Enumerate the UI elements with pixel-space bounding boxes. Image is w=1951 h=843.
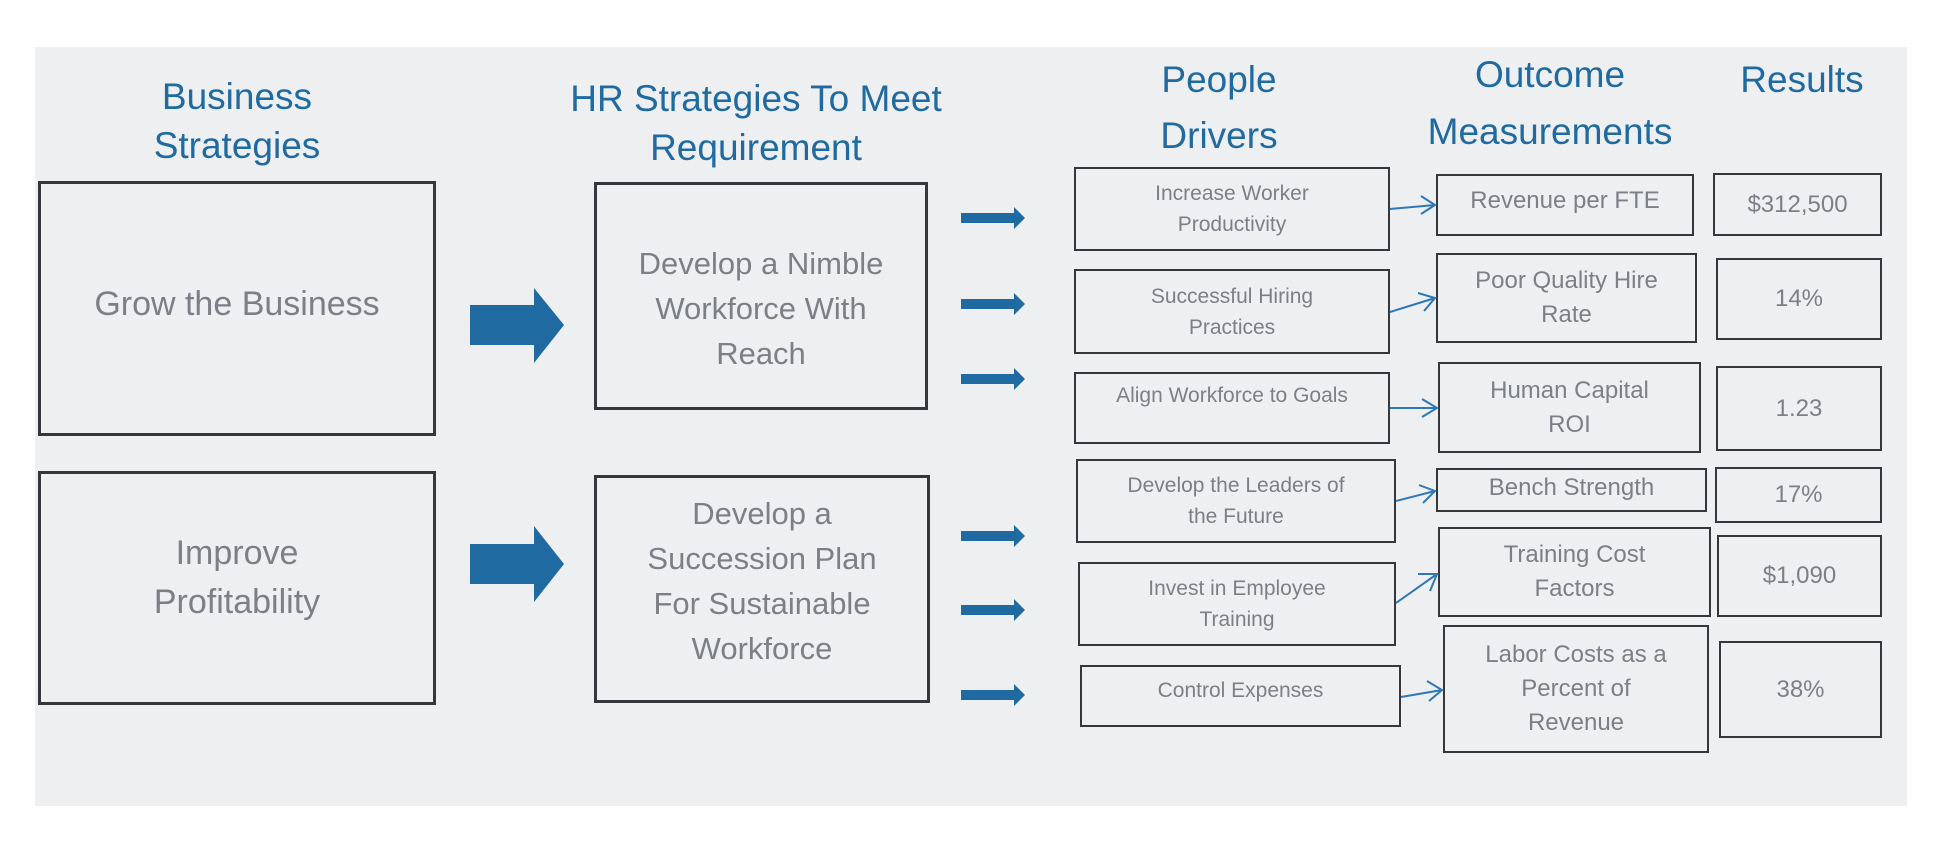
hr-strategy-box: Develop a Nimble Workforce With Reach bbox=[594, 182, 928, 410]
box-text: Rate bbox=[1541, 301, 1592, 328]
outcome-measurement-box: Labor Costs as a Percent of Revenue bbox=[1443, 625, 1709, 753]
box-text: Productivity bbox=[1177, 213, 1287, 236]
header-hr-strategies: HR Strategies To Meet Requirement bbox=[556, 74, 956, 172]
result-value: $312,500 bbox=[1747, 190, 1848, 218]
header-line: HR Strategies To Meet bbox=[570, 78, 942, 119]
header-line: Outcome bbox=[1474, 54, 1626, 95]
header-business-strategies: Business Strategies bbox=[117, 72, 357, 170]
box-text: Percent of bbox=[1521, 675, 1631, 702]
result-box: $312,500 bbox=[1713, 173, 1882, 236]
header-line: Drivers bbox=[1160, 115, 1278, 156]
box-text: Align Workforce to Goals bbox=[1116, 384, 1348, 407]
header-line: Business bbox=[161, 76, 313, 117]
box-text: Workforce bbox=[691, 631, 833, 666]
result-value: 14% bbox=[1774, 285, 1824, 312]
diagram-panel bbox=[35, 47, 1907, 806]
result-value: 17% bbox=[1774, 481, 1823, 508]
people-driver-box: Align Workforce to Goals bbox=[1074, 372, 1390, 444]
people-driver-box: Invest in Employee Training bbox=[1078, 562, 1396, 646]
outcome-measurement-box: Revenue per FTE bbox=[1436, 174, 1694, 236]
result-value: 1.23 bbox=[1775, 394, 1823, 422]
header-outcome-measurements: Outcome Measurements bbox=[1420, 46, 1680, 160]
header-line: Strategies bbox=[153, 125, 321, 166]
box-text: Labor Costs as a bbox=[1485, 641, 1667, 668]
result-value: 38% bbox=[1776, 675, 1825, 703]
box-text: Invest in Employee bbox=[1148, 577, 1326, 600]
box-text: the Future bbox=[1188, 505, 1284, 528]
box-text: Increase Worker bbox=[1155, 182, 1309, 205]
box-text: Revenue per FTE bbox=[1470, 187, 1660, 214]
box-text: Poor Quality Hire bbox=[1475, 267, 1658, 294]
people-driver-box: Develop the Leaders of the Future bbox=[1076, 459, 1396, 543]
result-value: $1,090 bbox=[1762, 562, 1837, 589]
box-text: Succession Plan bbox=[647, 541, 877, 576]
box-text: Practices bbox=[1188, 315, 1276, 339]
box-text: Successful Hiring bbox=[1150, 284, 1314, 308]
business-strategy-box: Improve Profitability bbox=[38, 471, 436, 705]
box-text: Develop a Nimble bbox=[638, 246, 884, 281]
header-people-drivers: People Drivers bbox=[1119, 52, 1319, 164]
result-box: 1.23 bbox=[1716, 366, 1882, 451]
header-line: People bbox=[1161, 59, 1277, 100]
outcome-measurement-box: Human Capital ROI bbox=[1438, 362, 1701, 453]
box-text: For Sustainable bbox=[653, 586, 871, 621]
business-strategy-box: Grow the Business bbox=[38, 181, 436, 436]
people-driver-box: Increase Worker Productivity bbox=[1074, 167, 1390, 251]
outcome-measurement-box: Training Cost Factors bbox=[1438, 527, 1711, 617]
box-text: Factors bbox=[1534, 575, 1615, 602]
box-text: Profitability bbox=[153, 583, 321, 621]
header-line: Requirement bbox=[650, 127, 862, 168]
box-text: Reach bbox=[716, 336, 806, 371]
box-text: Training bbox=[1199, 608, 1275, 631]
header-line: Measurements bbox=[1427, 111, 1673, 152]
box-text: Bench Strength bbox=[1488, 474, 1655, 501]
box-text: Develop a bbox=[692, 496, 832, 531]
box-text: Control Expenses bbox=[1157, 679, 1324, 702]
result-box: 14% bbox=[1716, 258, 1882, 340]
box-text: Grow the Business bbox=[94, 285, 380, 323]
box-text: Improve bbox=[175, 534, 299, 572]
header-line: Results bbox=[1740, 59, 1864, 100]
box-text: Revenue bbox=[1527, 709, 1625, 736]
header-results: Results bbox=[1722, 55, 1882, 104]
people-driver-box: Control Expenses bbox=[1080, 665, 1401, 727]
outcome-measurement-box: Poor Quality Hire Rate bbox=[1436, 253, 1697, 343]
box-text: Develop the Leaders of bbox=[1127, 474, 1345, 497]
box-text: Workforce With bbox=[655, 291, 867, 326]
result-box: 17% bbox=[1715, 467, 1882, 523]
hr-strategy-box: Develop a Succession Plan For Sustainabl… bbox=[594, 475, 930, 703]
result-box: 38% bbox=[1719, 641, 1882, 738]
box-text: Human Capital bbox=[1490, 376, 1649, 404]
box-text: Training Cost bbox=[1503, 541, 1646, 568]
outcome-measurement-box: Bench Strength bbox=[1436, 468, 1707, 512]
box-text: ROI bbox=[1548, 410, 1591, 438]
result-box: $1,090 bbox=[1717, 535, 1882, 617]
people-driver-box: Successful Hiring Practices bbox=[1074, 269, 1390, 354]
